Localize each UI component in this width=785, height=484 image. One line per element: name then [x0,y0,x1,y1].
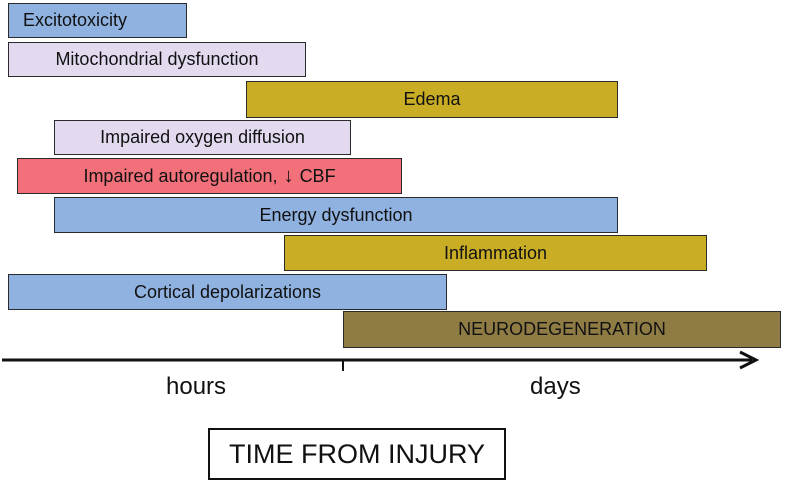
axis-arrowhead [739,350,760,370]
arrow-down-icon: ↓ [283,164,294,187]
bar-neurodegeneration: NEURODEGENERATION [343,311,781,348]
bar-label: NEURODEGENERATION [458,319,666,339]
axis-label-days: days [530,373,581,400]
bar-label: Mitochondrial dysfunction [55,49,259,69]
bar-label: Cortical depolarizations [133,281,322,302]
axis-label-hours: hours [166,373,227,400]
bar-label: Edema [403,89,461,109]
bar-label: Impaired autoregulation, [83,165,278,186]
bar-edema: Edema [246,81,618,118]
bar-label: Energy dysfunction [259,204,413,225]
bar-label: Excitotoxicity [23,10,128,30]
bar-energy-dysfunction: Energy dysfunction [54,197,618,233]
bar-excitotoxicity: Excitotoxicity [8,3,187,38]
bar-cortical-depolarizations: Cortical depolarizations [8,274,447,310]
bar-inflammation: Inflammation [284,235,707,271]
bar-label: Inflammation [443,242,548,263]
bar-label: Impaired oxygen diffusion [100,127,305,147]
axis-title: TIME FROM INJURY [208,428,506,480]
bar-mitochondrial-dysfunction: Mitochondrial dysfunction [8,42,306,77]
bar-impaired-oxygen-diffusion: Impaired oxygen diffusion [54,120,351,155]
bar-label-suffix: CBF [299,165,336,186]
bar-impaired-autoregulation: Impaired autoregulation, ↓ CBF [17,158,402,194]
